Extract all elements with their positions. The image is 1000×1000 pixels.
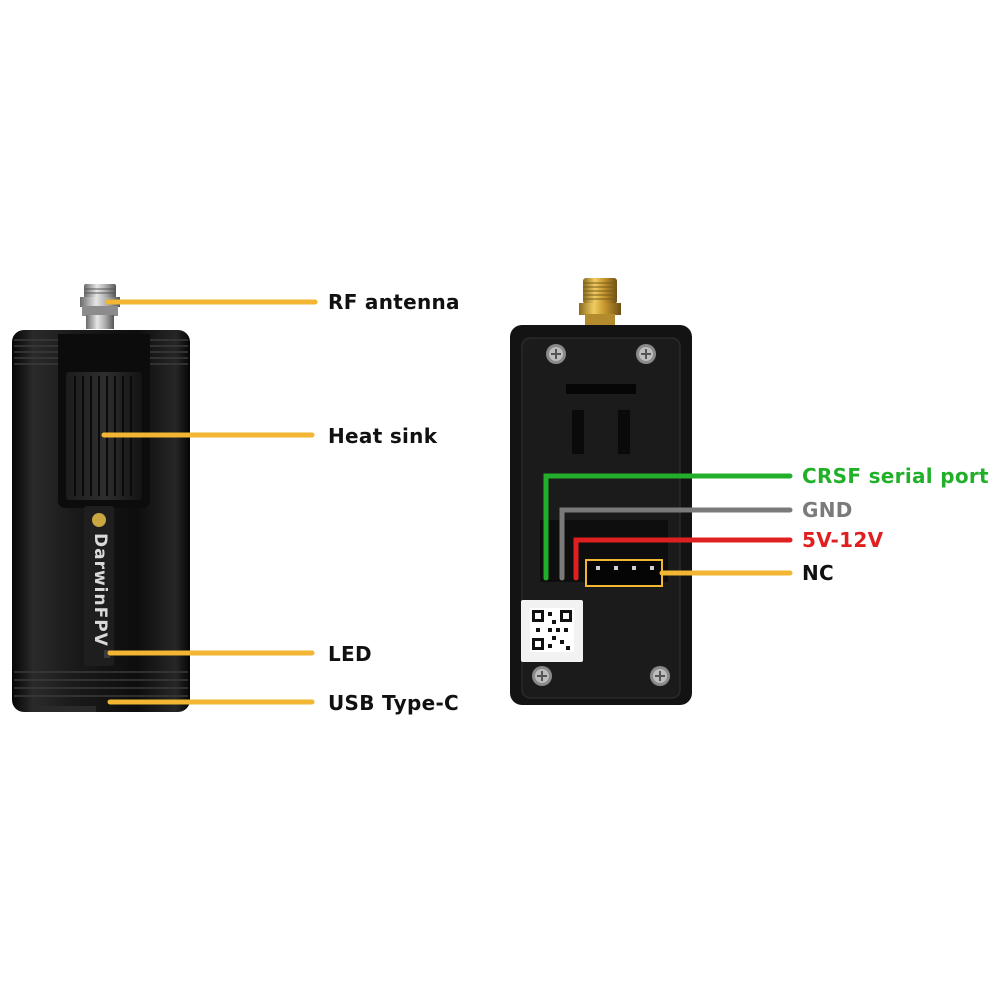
- nc-pin-box: [586, 560, 662, 586]
- label-heat-sink: Heat sink: [328, 424, 437, 448]
- screw-icon: [546, 344, 566, 364]
- sma-connector-icon: [579, 278, 621, 326]
- label-rf-antenna: RF antenna: [328, 290, 460, 314]
- right-device: [510, 278, 692, 705]
- qr-code-icon: [521, 600, 583, 662]
- label-5v-12v: 5V-12V: [802, 528, 883, 552]
- usb-port: [36, 706, 96, 712]
- sma-connector-icon: [80, 284, 120, 329]
- screw-icon: [532, 666, 552, 686]
- label-usb-type-c: USB Type-C: [328, 691, 459, 715]
- screw-icon: [636, 344, 656, 364]
- label-nc: NC: [802, 561, 834, 585]
- left-device: [12, 284, 190, 712]
- label-led: LED: [328, 642, 372, 666]
- label-crsf-serial-port: CRSF serial port: [802, 464, 989, 488]
- screw-icon: [650, 666, 670, 686]
- brand-text: DarwinFPV: [90, 533, 110, 647]
- label-gnd: GND: [802, 498, 853, 522]
- brand-logo-icon: [92, 513, 106, 527]
- heat-sink: [58, 334, 150, 508]
